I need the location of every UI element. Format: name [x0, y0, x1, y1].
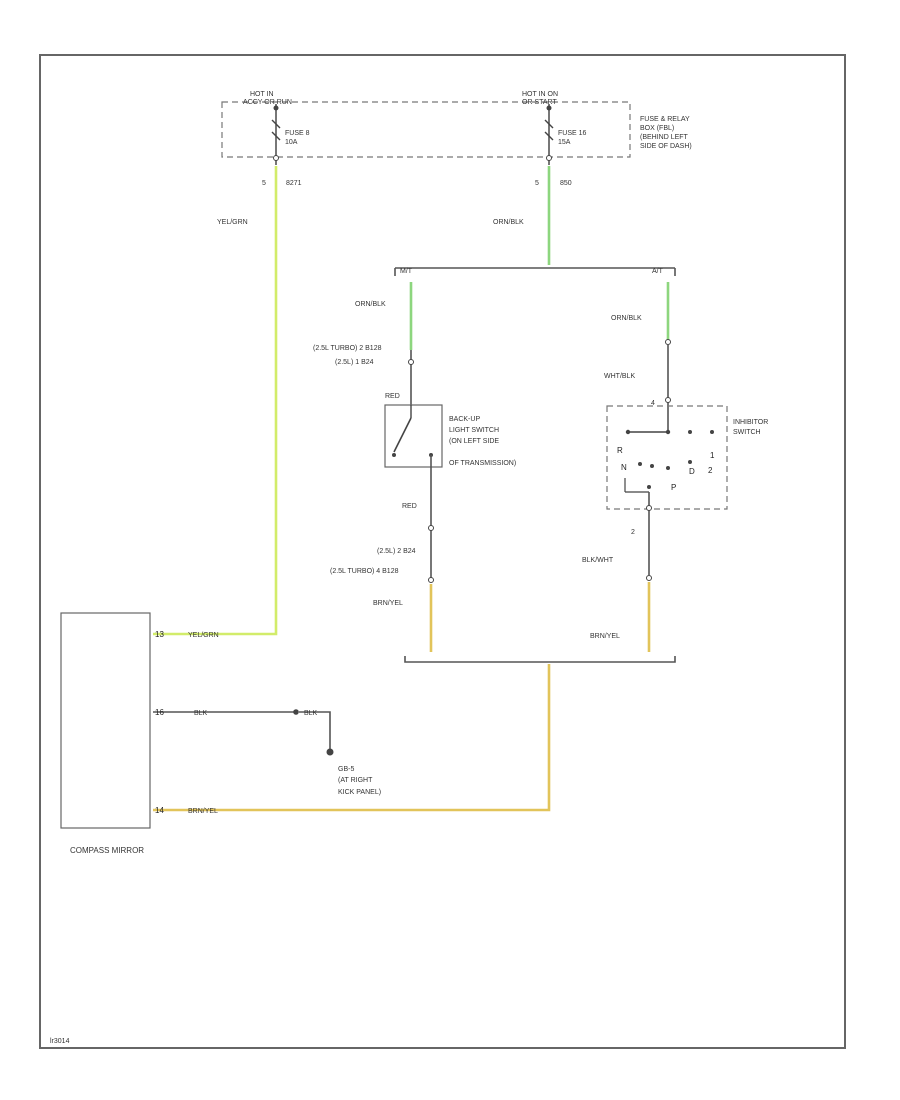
inhibitor-desc-2: SWITCH — [733, 429, 761, 436]
compass-mirror-label: COMPASS MIRROR — [70, 846, 144, 855]
fuse-right-symbol — [544, 104, 554, 165]
fuse-box-hot-left-2: ACCY OR RUN — [243, 99, 292, 106]
fuse-box-outline — [221, 101, 631, 158]
splice-bar-bottom — [404, 656, 676, 663]
inhibitor-switch — [606, 405, 728, 510]
left-circuit-pin: 5 — [262, 180, 266, 187]
fuse-box-hot-left-1: HOT IN — [250, 91, 274, 98]
backup-bottom-wire: BRN/YEL — [373, 600, 403, 607]
ground-desc-2: KICK PANEL) — [338, 789, 381, 796]
compass-mirror — [60, 612, 151, 829]
backup-desc-1: BACK-UP — [449, 416, 480, 423]
mt-conn-line-2: (2.5L) 1 B24 — [335, 359, 374, 366]
wire-brown-yellow-mirror — [153, 664, 551, 812]
wire-black-ground-2 — [299, 711, 331, 750]
ground-symbol-icon — [326, 748, 334, 756]
diagram-id-code: lr3014 — [50, 1038, 70, 1045]
backup-top-wire: RED — [385, 393, 400, 400]
right-circuit-pin: 5 — [535, 180, 539, 187]
backup-light-switch — [384, 404, 443, 468]
ground-desc-1: (AT RIGHT — [338, 777, 373, 784]
diagram-frame — [39, 54, 846, 1049]
mirror-pin-13-wire: YEL/GRN — [188, 632, 219, 639]
fuse-left-rating: 10A — [285, 139, 298, 146]
backup-out-conn-1: (2.5L) 2 B24 — [377, 548, 416, 555]
fuse-box-desc-2: BOX (FBL) — [640, 125, 674, 132]
backup-desc-2: LIGHT SWITCH — [449, 427, 499, 434]
fuse-left-label: FUSE 8 — [285, 130, 310, 137]
backup-out-wire: RED — [402, 503, 417, 510]
ground-name: GB-5 — [338, 766, 354, 773]
inhibitor-pos-d: D — [689, 467, 695, 476]
fuse-right-label: FUSE 16 — [558, 130, 587, 137]
inhibitor-wire-out: BLK/WHT — [582, 557, 614, 564]
fuse-box-desc-3: (BEHIND LEFT — [640, 134, 689, 141]
inhibitor-desc-1: INHIBITOR — [733, 419, 768, 426]
ground-wire-color-1: BLK — [194, 710, 208, 717]
wire-yellow-green — [153, 166, 278, 636]
inhibitor-pos-r: R — [617, 446, 623, 455]
fuse-box-desc-1: FUSE & RELAY — [640, 116, 690, 123]
left-circuit-number: 8271 — [286, 180, 302, 187]
backup-out-conn-2: (2.5L TURBO) 4 B128 — [330, 568, 399, 575]
inhibitor-bottom-wire: BRN/YEL — [590, 633, 620, 640]
backup-desc-4: OF TRANSMISSION) — [449, 460, 516, 467]
mt-wire-color: ORN/BLK — [355, 301, 386, 308]
splice-at-label: A/T — [652, 268, 664, 275]
at-wire-color: ORN/BLK — [611, 315, 642, 322]
fuse-box-hot-right-1: HOT IN ON — [522, 91, 558, 98]
inhibitor-pos-1: 1 — [710, 451, 715, 460]
backup-desc-3: (ON LEFT SIDE — [449, 438, 499, 445]
ground-wire-color-2: BLK — [304, 710, 318, 717]
fuse-left-symbol — [271, 104, 281, 165]
inhibitor-pin-top: 4 — [651, 400, 655, 407]
inhibitor-pin-bottom: 2 — [631, 529, 635, 536]
splice-mt-label: M/T — [400, 268, 413, 275]
backup-switch-contact — [393, 417, 412, 453]
inhibitor-pos-2: 2 — [708, 466, 713, 475]
mirror-pin-16: 16 — [155, 708, 164, 717]
inhibitor-pos-n: N — [621, 463, 627, 472]
mirror-pin-14: 14 — [155, 806, 164, 815]
mt-conn-line-1: (2.5L TURBO) 2 B128 — [313, 345, 382, 352]
fuse-box-hot-right-2: OR START — [522, 99, 557, 106]
right-circuit-number: 850 — [560, 180, 572, 187]
fuse-box-desc-4: SIDE OF DASH) — [640, 143, 692, 150]
fuse-right-rating: 15A — [558, 139, 571, 146]
mirror-pin-13: 13 — [155, 630, 164, 639]
inhibitor-pos-p: P — [671, 483, 676, 492]
mirror-pin-14-wire: BRN/YEL — [188, 808, 218, 815]
left-wire-color: YEL/GRN — [217, 219, 248, 226]
right-wire-color: ORN/BLK — [493, 219, 524, 226]
backup-connector-in — [408, 359, 414, 365]
inhibitor-wire-mid: WHT/BLK — [604, 373, 635, 380]
